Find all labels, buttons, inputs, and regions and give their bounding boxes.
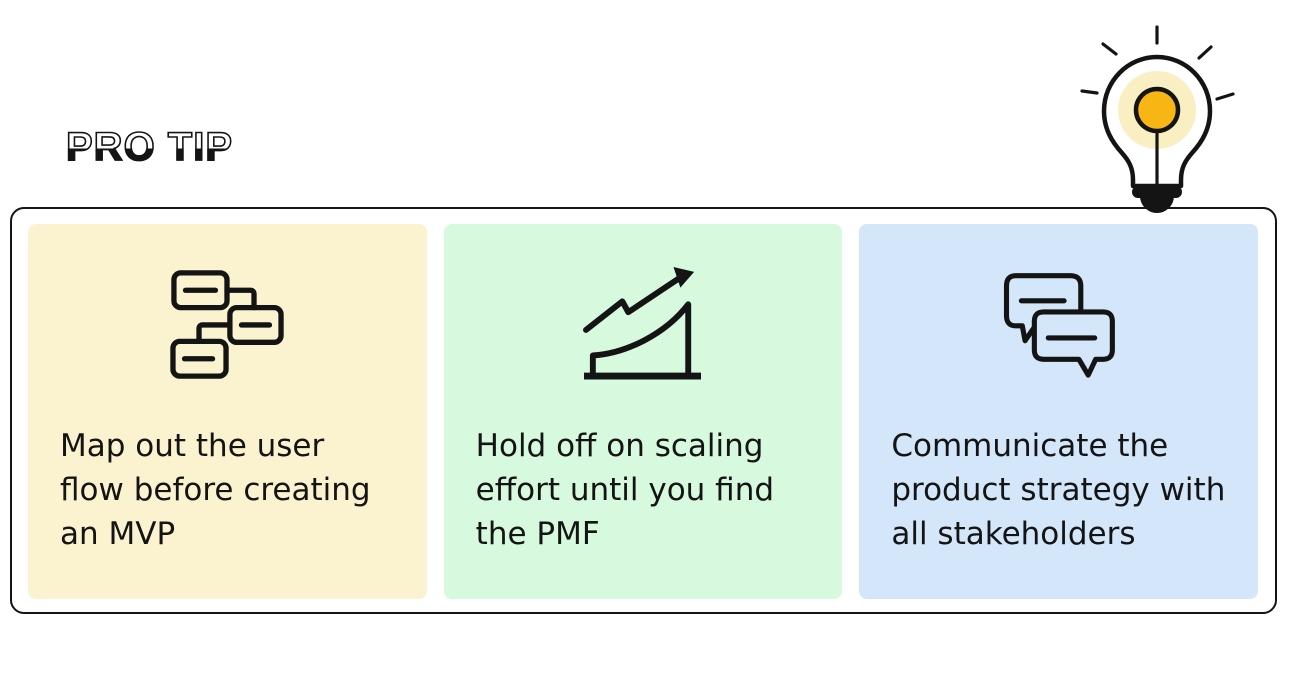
icon-area <box>60 264 395 384</box>
chat-bubbles-icon <box>1004 273 1116 378</box>
tip-line: all stakeholders <box>891 516 1136 552</box>
card-scaling: Hold off on scaling effort until you fin… <box>443 224 843 599</box>
tip-line: an MVP <box>60 516 176 552</box>
growth-chart-icon <box>583 266 702 380</box>
card-user-flow: Map out the user flow before creating an… <box>28 224 427 599</box>
card-communicate: Communicate the product strategy with al… <box>859 224 1259 599</box>
icon-area <box>891 264 1226 384</box>
tip-text: Hold off on scaling effort until you fin… <box>476 424 811 556</box>
tip-line: product strategy with <box>891 472 1226 508</box>
tips-panel: Map out the user flow before creating an… <box>10 207 1277 614</box>
tip-text: Communicate the product strategy with al… <box>891 424 1226 556</box>
tip-line: Hold off on scaling <box>475 428 764 464</box>
tip-line: Map out the user <box>60 428 325 464</box>
tip-line: effort until you find <box>475 472 775 508</box>
tip-line: Communicate the <box>891 428 1169 464</box>
tip-line: the PMF <box>475 516 600 552</box>
icon-area <box>476 264 811 384</box>
page-title: PRO TIP <box>65 125 234 169</box>
lightbulb-icon <box>1080 25 1235 224</box>
tip-text: Map out the user flow before creating an… <box>60 424 395 556</box>
flowchart-icon <box>170 270 285 379</box>
tip-line: flow before creating <box>60 472 371 508</box>
